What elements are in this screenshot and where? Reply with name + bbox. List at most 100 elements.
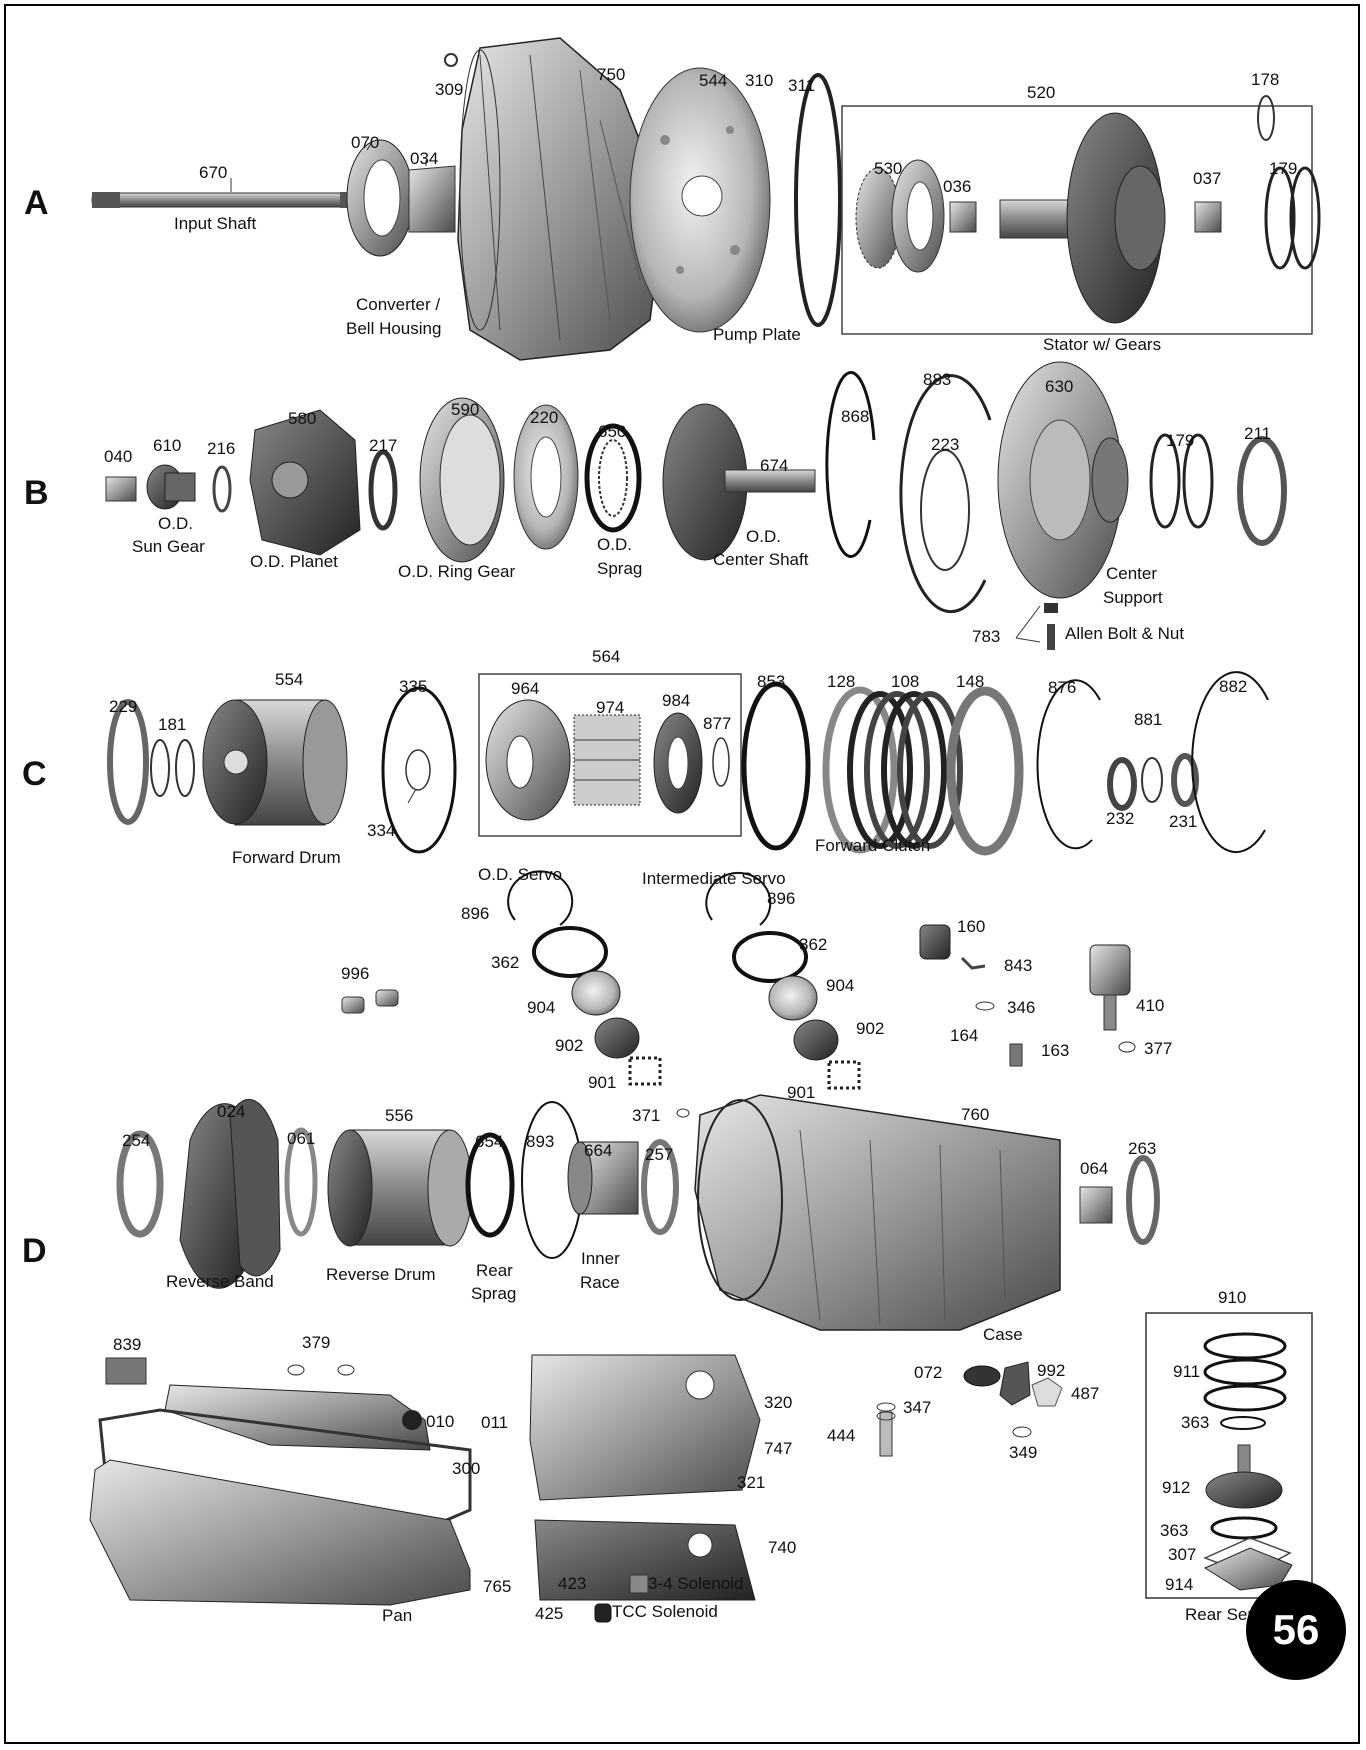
- caption-center-support-2: Support: [1103, 589, 1163, 606]
- row-label-d: D: [22, 1234, 47, 1268]
- pump-plate-part: [630, 68, 770, 332]
- part-label-309: 309: [435, 81, 463, 98]
- caption-rear-sprag-1: Rear: [476, 1262, 513, 1279]
- o-ring-377-part: [1119, 1042, 1135, 1052]
- part-label-901b: 901: [787, 1084, 815, 1101]
- part-label-654: 654: [475, 1133, 503, 1150]
- washer-263-part: [1129, 1158, 1157, 1242]
- part-label-232: 232: [1106, 810, 1134, 827]
- caption-od-planet: O.D. Planet: [250, 553, 338, 570]
- seal-070-part: [347, 140, 413, 256]
- center-support-part: [998, 362, 1128, 598]
- part-label-010: 010: [426, 1413, 454, 1430]
- part-label-363b: 363: [1160, 1522, 1188, 1539]
- caption-inner-race-1: Inner: [581, 1250, 620, 1267]
- part-label-024: 024: [217, 1103, 245, 1120]
- part-label-410: 410: [1136, 997, 1164, 1014]
- part-label-179a: 179: [1269, 160, 1297, 177]
- part-label-564: 564: [592, 648, 620, 665]
- part-label-912: 912: [1162, 1479, 1190, 1496]
- caption-reverse-band: Reverse Band: [166, 1273, 274, 1290]
- ring-881-part: [1142, 758, 1162, 802]
- caption-input-shaft: Input Shaft: [174, 215, 256, 232]
- caption-sol-tcc: TCC Solenoid: [612, 1603, 718, 1620]
- caption-pump-plate: Pump Plate: [713, 326, 801, 343]
- part-label-160: 160: [957, 918, 985, 935]
- part-label-904a: 904: [527, 999, 555, 1016]
- part-label-181: 181: [158, 716, 186, 733]
- caption-od-ring: O.D. Ring Gear: [398, 563, 515, 580]
- part-label-220: 220: [530, 409, 558, 426]
- bushing-034-part: [409, 166, 455, 232]
- part-label-556: 556: [385, 1107, 413, 1124]
- ring-178-part: [1258, 96, 1274, 140]
- caption-stator: Stator w/ Gears: [1043, 336, 1161, 353]
- part-label-853: 853: [757, 673, 785, 690]
- part-label-254: 254: [122, 1132, 150, 1149]
- part-label-877: 877: [703, 715, 731, 732]
- washer-232-part: [1110, 760, 1134, 808]
- caption-od-sun-1: O.D.: [158, 515, 193, 532]
- caption-rear-sprag-2: Sprag: [471, 1285, 516, 1302]
- part-label-036: 036: [943, 178, 971, 195]
- plugs-996-part: [342, 990, 398, 1013]
- ring-853-part: [744, 684, 808, 848]
- part-label-765: 765: [483, 1578, 511, 1595]
- part-label-670: 670: [199, 164, 227, 181]
- caption-forward-clutch: Forward Clutch: [815, 837, 930, 854]
- seal-072-part: [964, 1366, 1000, 1386]
- snap-ring-876-part: [1038, 680, 1100, 848]
- case-part: [695, 1095, 1060, 1330]
- part-label-349: 349: [1009, 1444, 1037, 1461]
- caption-od-center-1: O.D.: [746, 528, 781, 545]
- filter-839-part: [106, 1358, 146, 1384]
- snap-ring-883-part: [901, 376, 990, 612]
- part-label-334: 334: [367, 822, 395, 839]
- part-label-037: 037: [1193, 170, 1221, 187]
- part-label-487: 487: [1071, 1385, 1099, 1402]
- part-label-148: 148: [956, 673, 984, 690]
- page-number-badge: 56: [1246, 1580, 1346, 1680]
- cap-487-part: [1032, 1378, 1062, 1406]
- part-label-320: 320: [764, 1394, 792, 1411]
- ring-363a-part: [1221, 1417, 1265, 1429]
- part-label-425: 425: [535, 1605, 563, 1622]
- part-label-363a: 363: [1181, 1414, 1209, 1431]
- spring-pack-974-part: [574, 715, 640, 805]
- solenoid-tcc-part: [595, 1604, 611, 1622]
- part-label-530: 530: [874, 160, 902, 177]
- input-shaft-part: [92, 192, 370, 208]
- rings-179-part: [1266, 168, 1319, 268]
- pan-part: [90, 1460, 470, 1605]
- part-label-108: 108: [891, 673, 919, 690]
- piston-912-part: [1206, 1445, 1282, 1508]
- part-label-740: 740: [768, 1539, 796, 1556]
- od-planet-part: [250, 410, 360, 555]
- part-label-346: 346: [1007, 999, 1035, 1016]
- row-label-a: A: [24, 186, 49, 220]
- o-ring-379a-part: [288, 1365, 304, 1375]
- part-label-630: 630: [1045, 378, 1073, 395]
- part-label-362a: 362: [491, 954, 519, 971]
- part-label-911: 911: [1173, 1363, 1200, 1380]
- part-label-914: 914: [1165, 1576, 1193, 1593]
- part-label-910: 910: [1218, 1289, 1246, 1306]
- part-label-974: 974: [596, 699, 624, 716]
- part-label-747: 747: [764, 1440, 792, 1457]
- part-label-070: 070: [351, 134, 379, 151]
- od-sprag-part: [587, 426, 639, 530]
- part-label-011: 011: [481, 1414, 508, 1431]
- part-label-223: 223: [931, 436, 959, 453]
- bushing-040-part: [106, 477, 136, 501]
- spring-444-part: [877, 1403, 895, 1456]
- part-label-760: 760: [961, 1106, 989, 1123]
- part-label-544: 544: [699, 72, 727, 89]
- part-label-257: 257: [645, 1146, 673, 1163]
- part-label-520: 520: [1027, 84, 1055, 101]
- ring-181a-part: [151, 740, 169, 796]
- part-label-128: 128: [827, 673, 855, 690]
- caption-allen-bolt: Allen Bolt & Nut: [1065, 625, 1184, 642]
- part-label-347: 347: [903, 1399, 931, 1416]
- part-label-896a: 896: [461, 905, 489, 922]
- part-label-307: 307: [1168, 1546, 1196, 1563]
